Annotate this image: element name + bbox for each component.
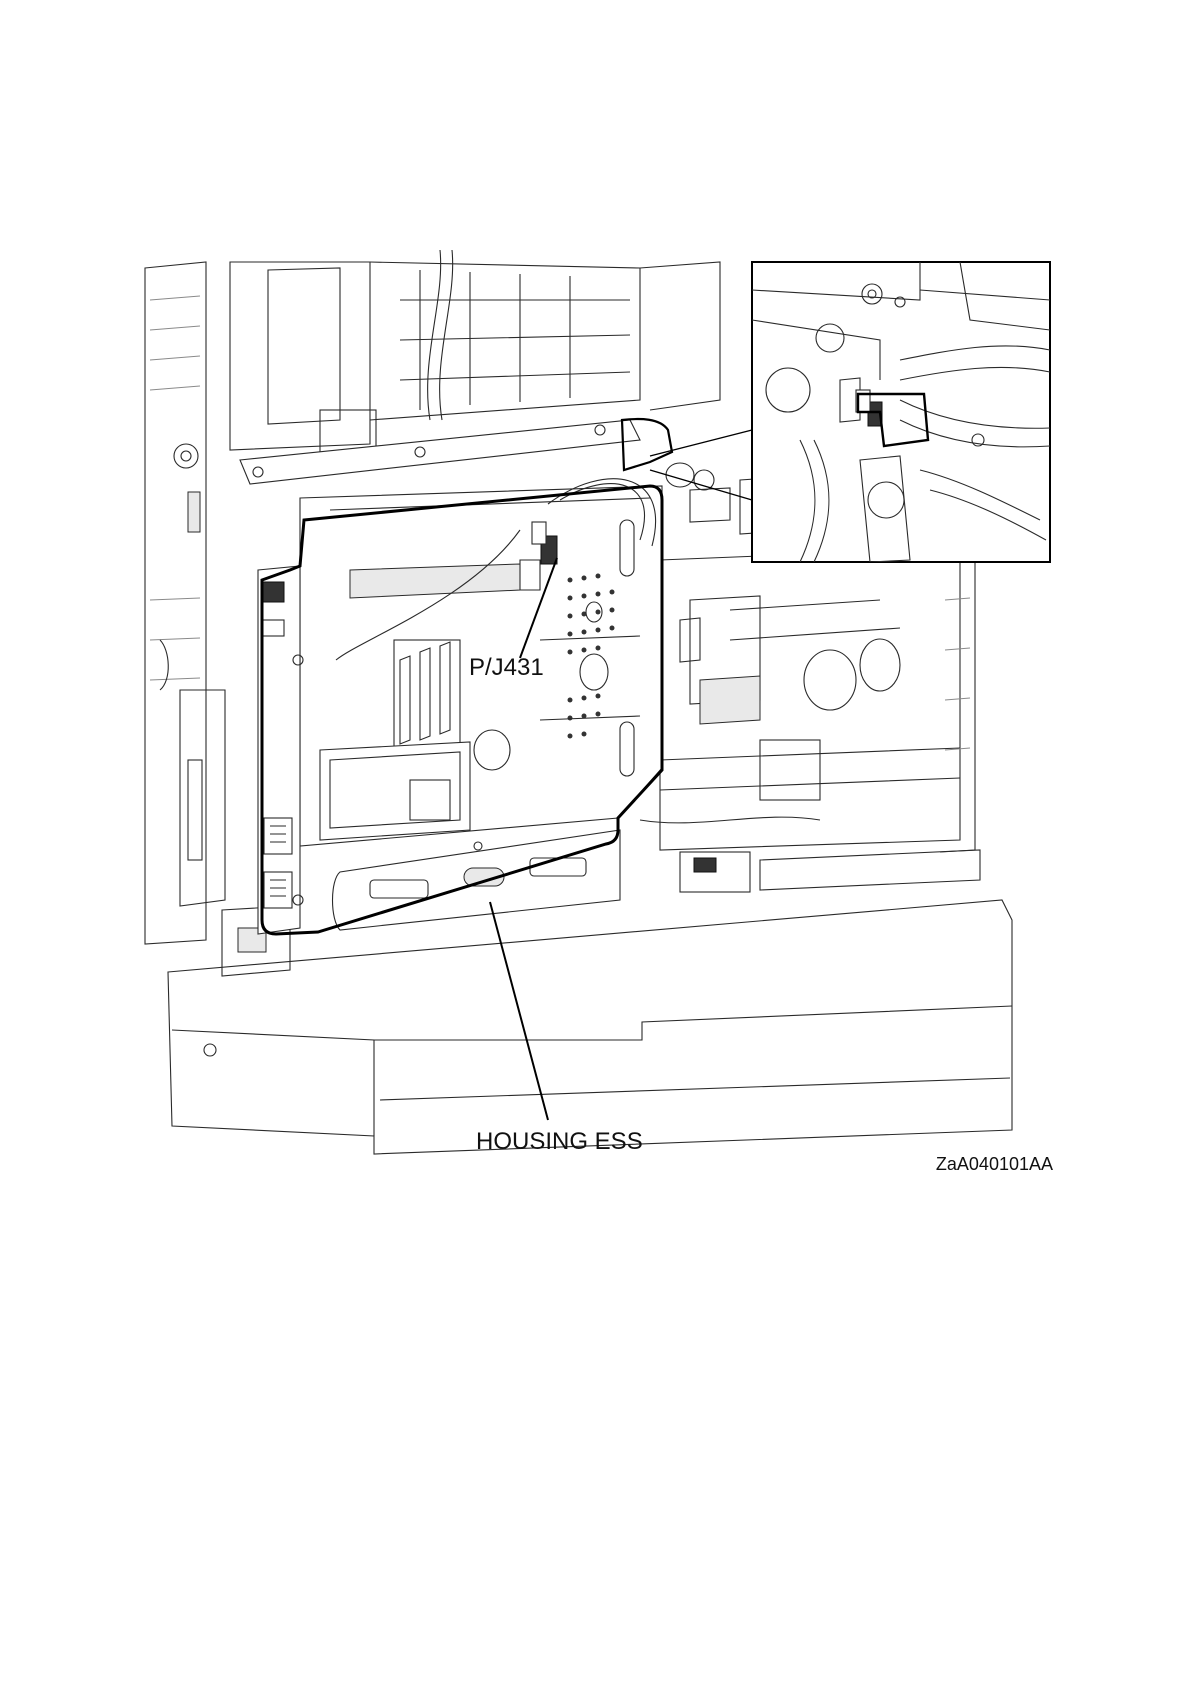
detail-inset	[752, 262, 1050, 562]
callout-pj431: P/J431	[469, 654, 544, 681]
figure-id: ZaA040101AA	[936, 1154, 1053, 1174]
callout-housing-ess: HOUSING ESS	[476, 1128, 643, 1155]
housing-ess	[258, 479, 662, 934]
